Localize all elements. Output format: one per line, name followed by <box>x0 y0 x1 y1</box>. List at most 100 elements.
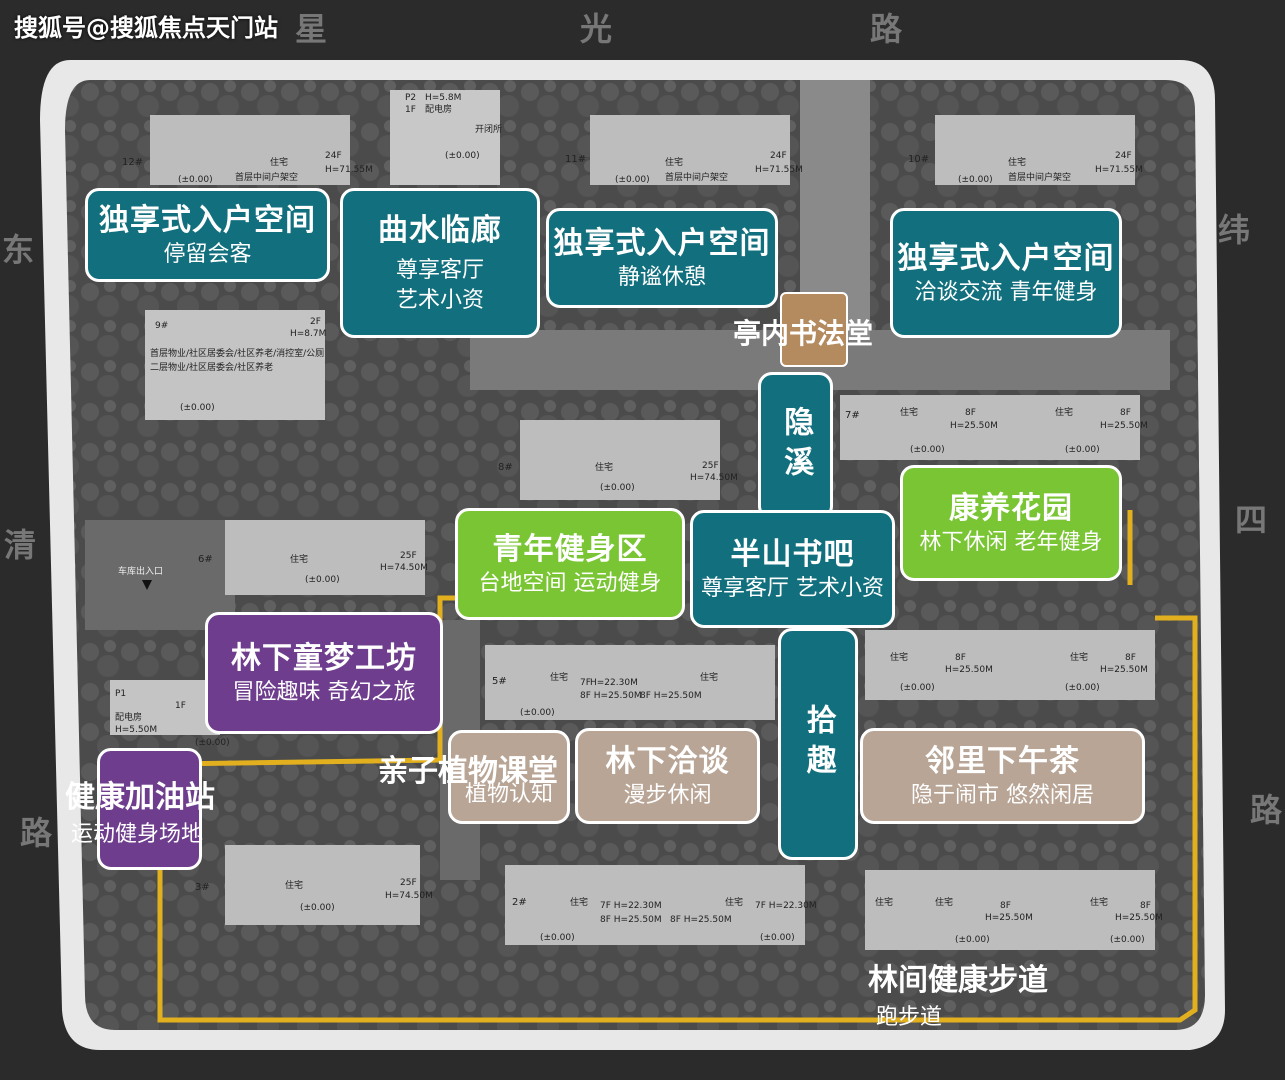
svg-text:9#: 9# <box>155 321 168 331</box>
zone-health-trail: 林间健康步道 跑步道 <box>868 955 1048 1031</box>
svg-text:7F: 7F <box>580 678 591 688</box>
road-name-right-2: 四 <box>1235 501 1268 539</box>
svg-text:(±0.00): (±0.00) <box>180 403 215 413</box>
svg-text:(±0.00): (±0.00) <box>760 933 795 943</box>
svg-text:8F H=25.50M: 8F H=25.50M <box>640 691 702 701</box>
zone-title: 康养花园 <box>949 490 1073 526</box>
svg-text:(±0.00): (±0.00) <box>1110 935 1145 945</box>
svg-text:住宅: 住宅 <box>900 406 918 418</box>
svg-text:2#: 2# <box>512 897 527 908</box>
svg-text:8F H=25.50M: 8F H=25.50M <box>670 915 732 925</box>
zone-youth-fitness: 青年健身区 台地空间 运动健身 <box>455 508 685 620</box>
svg-text:H=25.50M: H=25.50M <box>1115 913 1163 923</box>
zone-banshan-bookbar: 半山书吧 尊享客厅 艺术小资 <box>690 510 895 628</box>
svg-text:配电房: 配电房 <box>115 711 142 723</box>
zone-dream-workshop: 林下童梦工坊 冒险趣味 奇幻之旅 <box>205 612 443 734</box>
svg-text:住宅: 住宅 <box>725 896 743 908</box>
svg-text:首层中间户架空: 首层中间户架空 <box>235 171 298 183</box>
zone-subtitle: 静谧休憩 <box>617 265 706 290</box>
road-name-top-3: 路 <box>870 10 903 48</box>
road-name-left-1: 东 <box>2 231 35 269</box>
zone-subtitle: 跑步道 <box>876 1005 943 1030</box>
zone-subtitle: 停留会客 <box>163 242 252 267</box>
svg-text:H=8.7M: H=8.7M <box>290 329 326 339</box>
svg-text:(±0.00): (±0.00) <box>900 683 935 693</box>
svg-text:住宅: 住宅 <box>270 156 288 168</box>
svg-text:H=5.50M: H=5.50M <box>115 725 157 735</box>
svg-text:(±0.00): (±0.00) <box>300 903 335 913</box>
svg-text:H=25.50M: H=25.50M <box>945 665 993 675</box>
zone-title: 林下童梦工坊 <box>231 640 417 676</box>
svg-text:首层中间户架空: 首层中间户架空 <box>665 171 728 183</box>
building-p2: P2 1F H=5.8M 配电房 开闭所 (±0.00) <box>390 90 502 185</box>
svg-text:H=25.50M: H=25.50M <box>985 913 1033 923</box>
svg-text:H=22.30M: H=22.30M <box>590 678 638 688</box>
zone-title: 隐溪 <box>778 406 814 486</box>
svg-text:8F: 8F <box>1000 901 1011 911</box>
zone-title: 半山书吧 <box>730 536 855 572</box>
svg-text:住宅: 住宅 <box>290 553 308 565</box>
zone-subtitle: 尊享客厅 <box>395 258 484 284</box>
svg-text:住宅: 住宅 <box>1070 651 1088 663</box>
road-name-left-2: 清 <box>4 526 37 564</box>
zone-subtitle: 林下休闲 老年健身 <box>919 530 1103 555</box>
svg-text:8F: 8F <box>1120 408 1131 418</box>
svg-text:7#: 7# <box>845 410 860 421</box>
zone-subtitle: 运动健身场地 <box>71 822 204 847</box>
svg-text:(±0.00): (±0.00) <box>1065 445 1100 455</box>
road-name-right-3: 路 <box>1250 791 1283 829</box>
zone-title: 林下洽谈 <box>605 743 730 779</box>
zone-entry-space-2: 独享式入户空间 静谧休憩 <box>546 208 778 308</box>
svg-text:住宅: 住宅 <box>935 896 953 908</box>
svg-text:住宅: 住宅 <box>875 896 893 908</box>
svg-text:H=71.55M: H=71.55M <box>325 165 373 175</box>
zone-title: 邻里下午茶 <box>925 743 1080 779</box>
svg-text:(±0.00): (±0.00) <box>955 935 990 945</box>
svg-text:(±0.00): (±0.00) <box>600 483 635 493</box>
svg-text:住宅: 住宅 <box>285 879 303 891</box>
zone-title: 青年健身区 <box>492 531 648 567</box>
svg-text:2F: 2F <box>310 317 321 327</box>
building-8: 8# 住宅 25F H=74.50M (±0.00) <box>498 420 738 500</box>
building-1: 住宅 住宅 8F H=25.50M (±0.00) 住宅 8F H=25.50M… <box>865 870 1163 950</box>
svg-text:H=74.50M: H=74.50M <box>690 473 738 483</box>
zone-subtitle: 洽谈交流 青年健身 <box>914 280 1098 305</box>
svg-text:H=71.55M: H=71.55M <box>1095 165 1143 175</box>
zone-title: 林间健康步道 <box>868 963 1048 998</box>
svg-text:8F: 8F <box>965 408 976 418</box>
svg-text:3#: 3# <box>195 882 210 893</box>
zone-entry-space-1: 独享式入户空间 停留会客 <box>85 188 330 282</box>
svg-text:25F: 25F <box>702 461 719 471</box>
svg-text:住宅: 住宅 <box>665 156 683 168</box>
svg-text:7F H=22.30M: 7F H=22.30M <box>600 901 662 911</box>
svg-text:住宅: 住宅 <box>1008 156 1026 168</box>
svg-text:住宅: 住宅 <box>570 896 588 908</box>
svg-text:8F: 8F <box>955 653 966 663</box>
road-name-top-1: 星 <box>295 10 328 48</box>
svg-text:开闭所: 开闭所 <box>475 123 502 135</box>
zone-kangyang-garden: 康养花园 林下休闲 老年健身 <box>900 465 1122 581</box>
zone-entry-space-3: 独享式入户空间 洽谈交流 青年健身 <box>890 208 1122 338</box>
svg-text:配电房: 配电房 <box>425 103 452 115</box>
zone-qushui-corridor: 曲水临廊 尊享客厅 艺术小资 <box>340 188 540 338</box>
svg-text:H=71.55M: H=71.55M <box>755 165 803 175</box>
svg-text:8F H=25.50M: 8F H=25.50M <box>600 915 662 925</box>
svg-text:H=25.50M: H=25.50M <box>1100 665 1148 675</box>
svg-text:24F: 24F <box>325 151 342 161</box>
svg-text:首层物业/社区居委会/社区养老/消控室/公厕: 首层物业/社区居委会/社区养老/消控室/公厕 <box>150 347 324 359</box>
zone-yinxi: 隐溪 <box>758 372 833 520</box>
svg-text:H=74.50M: H=74.50M <box>380 563 428 573</box>
svg-text:(±0.00): (±0.00) <box>178 175 213 185</box>
svg-text:住宅: 住宅 <box>595 461 613 473</box>
zone-plant-classroom-title: 亲子植物课堂 <box>378 746 558 790</box>
building-2: 2# 住宅 7F H=22.30M 8F H=25.50M 8F H=25.50… <box>505 865 817 945</box>
svg-text:8F H=25.50M: 8F H=25.50M <box>580 691 642 701</box>
zone-title: 曲水临廊 <box>378 212 502 248</box>
zone-pavilion-calligraphy: 亭内书法堂 <box>733 317 874 350</box>
svg-text:住宅: 住宅 <box>700 671 718 683</box>
svg-text:8#: 8# <box>498 462 513 473</box>
health-trail-loop <box>157 615 1198 1023</box>
svg-text:二层物业/社区居委会/社区养老: 二层物业/社区居委会/社区养老 <box>150 361 273 373</box>
zone-health-station-box <box>97 748 202 870</box>
svg-text:P2: P2 <box>405 93 416 103</box>
